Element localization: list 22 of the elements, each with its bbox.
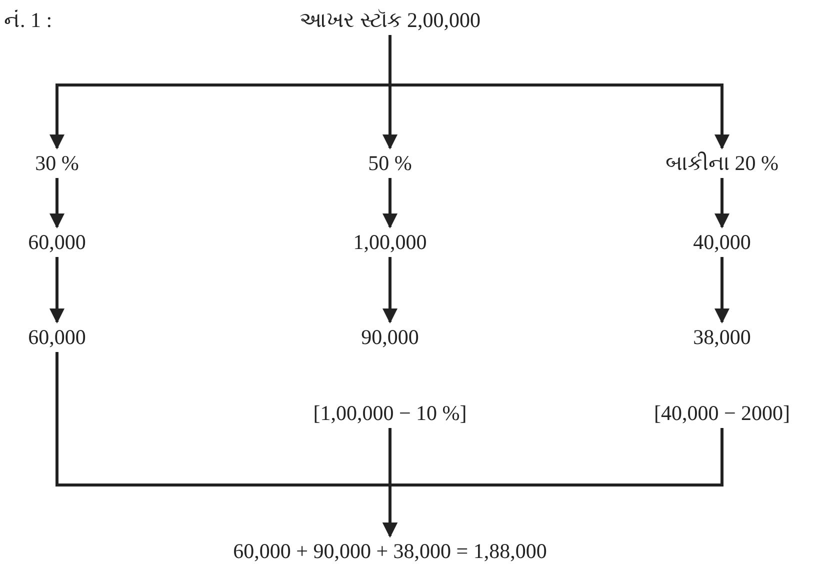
value-text: 60,000 + 90,000 + 38,000 = 1,88,000 <box>233 538 547 564</box>
value-text: 60,000 <box>28 229 86 255</box>
arrow <box>714 257 730 324</box>
arrow <box>382 178 398 228</box>
arrow <box>382 428 724 538</box>
value-text: 40,000 <box>693 229 751 255</box>
arrow <box>50 257 64 324</box>
arrow <box>50 178 64 228</box>
value-text: 50 % <box>368 150 412 176</box>
value-text: 38,000 <box>693 324 751 350</box>
value-text: આખર સ્ટૉક 2,00,000 <box>300 7 480 33</box>
value-text: 90,000 <box>361 324 419 350</box>
calculation-note: [1,00,000 − 10 %] <box>313 400 467 426</box>
value-text: 60,000 <box>28 324 86 350</box>
arrow <box>382 257 398 324</box>
arrow <box>714 178 730 228</box>
value-text: 30 % <box>35 150 79 176</box>
figure-number: નં. 1 : <box>4 8 52 33</box>
arrow <box>388 35 730 150</box>
value-text: 1,00,000 <box>353 229 427 255</box>
calculation-note: [40,000 − 2000] <box>654 400 790 426</box>
value-text: બાકીના 20 % <box>666 150 778 176</box>
